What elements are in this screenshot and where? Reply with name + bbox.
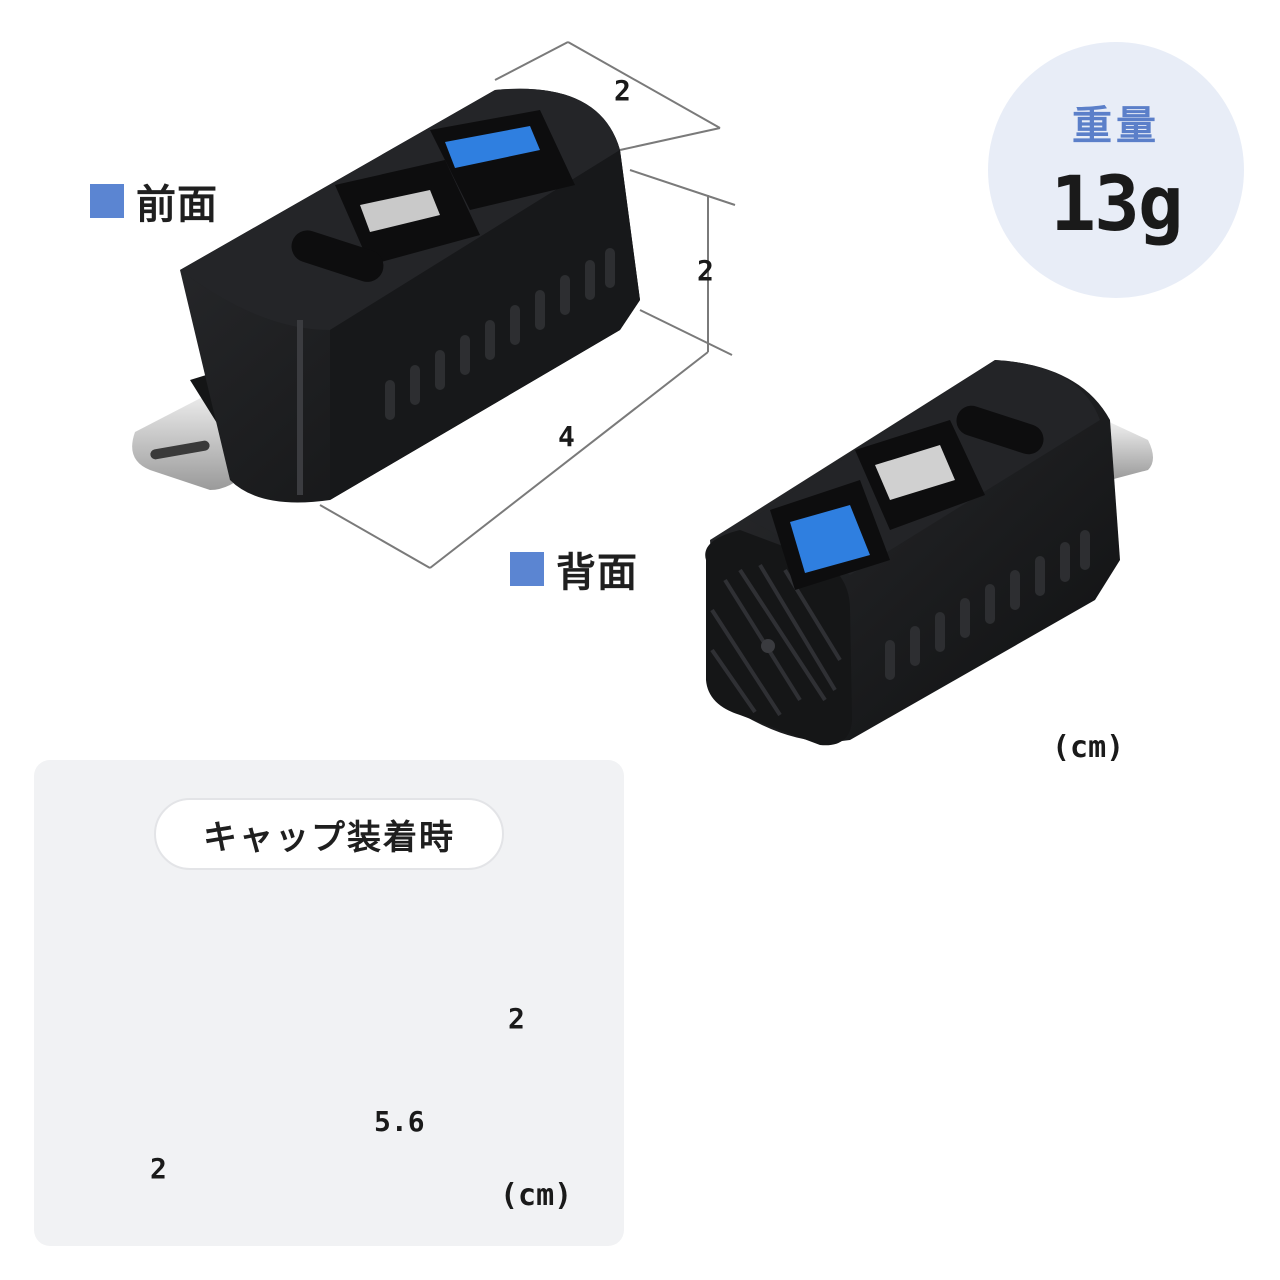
weight-badge: 重量 13g xyxy=(988,42,1244,298)
dim-top-width: 2 xyxy=(614,74,631,107)
front-dimension-lines xyxy=(319,41,736,569)
front-usb-c-port xyxy=(291,230,384,282)
dim-cap-height: 2 xyxy=(508,1002,525,1035)
front-usb-a-port xyxy=(335,160,480,265)
front-usb-a-blue-port xyxy=(430,110,575,210)
weight-value: 13g xyxy=(1050,158,1183,248)
dim-top-length: 4 xyxy=(558,420,575,453)
back-device xyxy=(705,360,1153,746)
unit-main: (cm) xyxy=(1052,730,1125,765)
dim-cap-width: 2 xyxy=(150,1152,167,1185)
cap-title-pill: キャップ装着時 xyxy=(154,798,504,870)
label-square-icon xyxy=(90,184,124,218)
weight-title: 重量 xyxy=(1072,102,1160,149)
back-label: 背面 xyxy=(510,540,638,598)
label-square-icon xyxy=(510,552,544,586)
front-device xyxy=(132,88,640,503)
back-usb-a-port xyxy=(855,420,985,530)
dim-cap-length: 5.6 xyxy=(374,1105,425,1138)
cap-title-text: キャップ装着時 xyxy=(203,817,455,858)
back-usb-c-port xyxy=(956,405,1044,455)
front-label-text: 前面 xyxy=(136,182,218,228)
dim-top-height: 2 xyxy=(697,254,714,287)
front-label: 前面 xyxy=(90,172,218,230)
back-label-text: 背面 xyxy=(556,550,638,596)
unit-cap: (cm) xyxy=(500,1178,573,1213)
back-usb-a-blue-port xyxy=(770,480,890,590)
